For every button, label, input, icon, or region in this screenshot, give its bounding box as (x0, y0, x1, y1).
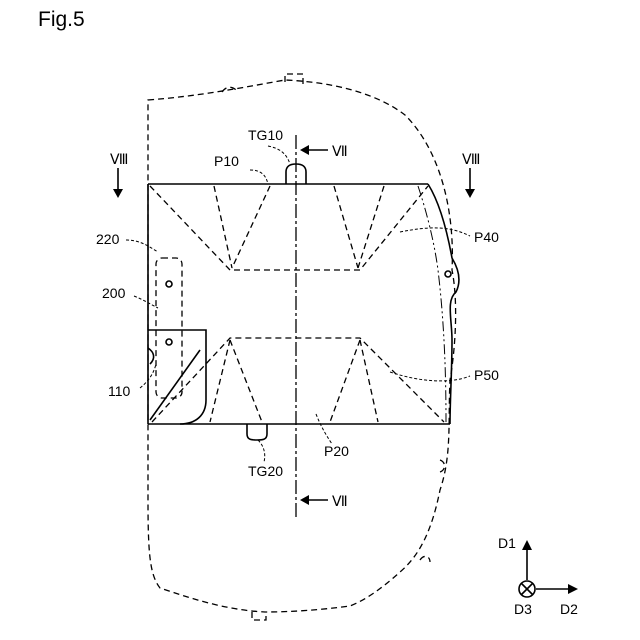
leader-tg10 (268, 146, 290, 164)
label-p40: P40 (474, 229, 499, 245)
housing-nub-lower (420, 556, 430, 562)
label-200: 200 (102, 285, 126, 301)
label-viii-left: Ⅷ (110, 151, 128, 167)
upper-inner-3 (334, 186, 358, 268)
section-vii-bottom-head (300, 495, 309, 505)
lower-inner-2 (230, 340, 262, 422)
label-vii-bottom: Ⅶ (332, 493, 348, 509)
right-chain-line (418, 186, 446, 422)
leader-p10 (250, 170, 268, 184)
section-viii-right-head (465, 189, 475, 198)
leader-tg20 (258, 440, 265, 462)
label-vii-top: Ⅶ (332, 143, 348, 159)
label-tg20: TG20 (248, 463, 283, 479)
label-220: 220 (96, 231, 120, 247)
component-220 (156, 258, 182, 398)
leader-p40 (400, 228, 470, 236)
terminal-tg20 (247, 424, 267, 440)
label-p50: P50 (474, 367, 499, 383)
upper-inner-1 (214, 186, 232, 268)
housing-tab-top (285, 74, 303, 84)
lower-inner-4 (360, 340, 378, 422)
section-viii-left-head (113, 189, 123, 198)
housing-nub-right (440, 460, 445, 472)
leader-p20 (316, 414, 332, 444)
component-110-notch (148, 348, 154, 364)
lower-inner-1 (210, 340, 230, 422)
component-hole-upper (166, 281, 172, 287)
component-hole-lower (166, 339, 172, 345)
leader-200 (134, 296, 158, 308)
d2-arrow-head (568, 584, 578, 594)
lower-trapezoid (152, 338, 444, 422)
lower-inner-3 (330, 340, 360, 422)
section-vii-top-head (300, 145, 309, 155)
component-110-diag (150, 350, 200, 420)
label-110: 110 (108, 383, 131, 399)
label-d2: D2 (560, 601, 578, 617)
label-p10: P10 (214, 153, 239, 169)
d1-arrow-head (522, 540, 532, 550)
upper-inner-2 (232, 186, 270, 268)
right-edge-hole (445, 271, 451, 277)
label-p20: P20 (324, 443, 349, 459)
label-tg10: TG10 (248, 127, 283, 143)
label-d1: D1 (498, 535, 516, 551)
housing-tab-bottom (252, 612, 266, 620)
label-viii-right: Ⅷ (462, 151, 480, 167)
upper-trapezoid (150, 186, 428, 270)
leader-220 (126, 240, 158, 252)
cell-right-edge (428, 184, 459, 424)
label-d3: D3 (514, 601, 532, 617)
housing-outline (148, 80, 456, 612)
